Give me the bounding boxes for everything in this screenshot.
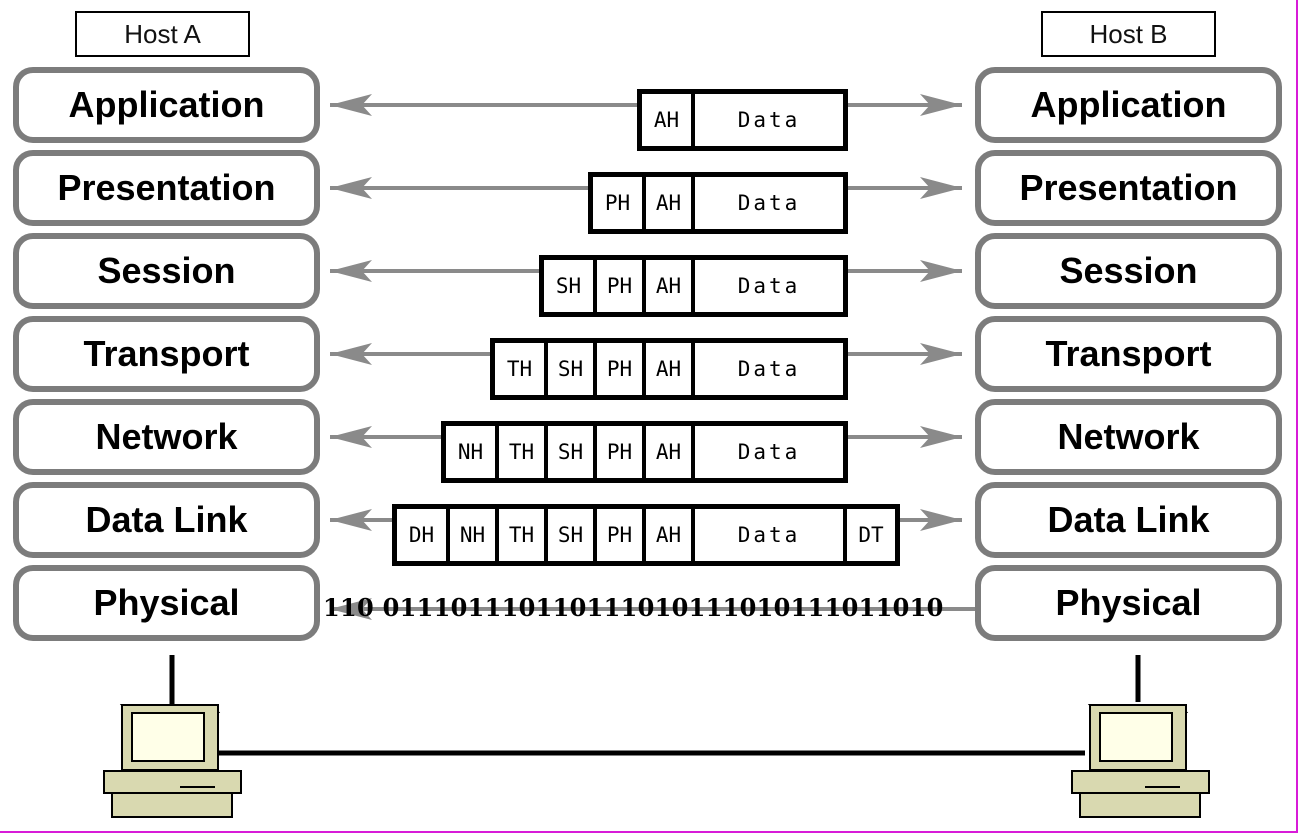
pdu-header: AH bbox=[642, 260, 691, 312]
arrow-left-icon bbox=[330, 177, 372, 199]
arrow-left-icon bbox=[330, 509, 372, 531]
host-a-layer-session: Session bbox=[13, 233, 320, 309]
pdu-header: NH bbox=[446, 509, 495, 561]
peer-arrows bbox=[330, 94, 975, 620]
arrow-right-icon bbox=[920, 94, 962, 116]
host-b-layer-transport: Transport bbox=[975, 316, 1282, 392]
arrow-left-icon bbox=[330, 94, 372, 116]
pdu-data: Data bbox=[691, 426, 843, 478]
pdu-data: Data bbox=[691, 260, 843, 312]
arrow-left-icon bbox=[330, 426, 372, 448]
host-a-layer-application: Application bbox=[13, 67, 320, 143]
pdu-header: SH bbox=[544, 509, 593, 561]
arrow-right-icon bbox=[920, 426, 962, 448]
host-b-layer-physical: Physical bbox=[975, 565, 1282, 641]
pdu-header: PH bbox=[593, 509, 642, 561]
pdu-header: SH bbox=[555, 274, 582, 298]
pdu-header: SH bbox=[544, 343, 593, 395]
host-a-layer-network: Network bbox=[13, 399, 320, 475]
arrow-right-icon bbox=[920, 260, 962, 282]
pdu-data: Data bbox=[691, 343, 843, 395]
pdu-header: PH bbox=[593, 426, 642, 478]
host-b-layer-presentation: Presentation bbox=[975, 150, 1282, 226]
pdu-header: AH bbox=[653, 108, 680, 132]
pdu-header: PH bbox=[593, 343, 642, 395]
arrow-right-icon bbox=[920, 343, 962, 365]
host-b-layer-network: Network bbox=[975, 399, 1282, 475]
pdu-header: DH bbox=[408, 523, 435, 547]
computer-icon bbox=[1071, 704, 1210, 818]
pdu-trailer: DT bbox=[843, 509, 895, 561]
host-a-layer-physical: Physical bbox=[13, 565, 320, 641]
pdu-data: Data bbox=[691, 94, 843, 146]
pdu-application: AH Data bbox=[637, 89, 848, 151]
host-b-layer-session: Session bbox=[975, 233, 1282, 309]
pdu-header: AH bbox=[642, 509, 691, 561]
host-b-title: Host B bbox=[1041, 11, 1216, 57]
arrow-right-icon bbox=[920, 509, 962, 531]
host-b-layer-data-link: Data Link bbox=[975, 482, 1282, 558]
pdu-header: NH bbox=[457, 440, 484, 464]
pdu-data: Data bbox=[691, 509, 843, 561]
pdu-header: TH bbox=[495, 426, 544, 478]
host-a-title: Host A bbox=[75, 11, 250, 57]
pdu-header: AH bbox=[642, 343, 691, 395]
physical-bitstream: 110 01110111011011101011101011101​1010 bbox=[323, 593, 944, 622]
arrow-left-icon bbox=[330, 343, 372, 365]
pdu-data: Data bbox=[691, 177, 843, 229]
pdu-header: TH bbox=[495, 509, 544, 561]
pdu-header: AH bbox=[642, 177, 691, 229]
host-a-layer-presentation: Presentation bbox=[13, 150, 320, 226]
arrow-left-icon bbox=[330, 260, 372, 282]
arrow-right-icon bbox=[920, 177, 962, 199]
arrow-left-icon bbox=[330, 598, 372, 620]
host-b-layer-application: Application bbox=[975, 67, 1282, 143]
computer-icon bbox=[103, 704, 242, 818]
host-a-layer-data-link: Data Link bbox=[13, 482, 320, 558]
pdu-header: SH bbox=[544, 426, 593, 478]
pdu-header: TH bbox=[506, 357, 533, 381]
pdu-header: PH bbox=[604, 191, 631, 215]
host-a-layer-transport: Transport bbox=[13, 316, 320, 392]
pdu-header: PH bbox=[593, 260, 642, 312]
pdu-header: AH bbox=[642, 426, 691, 478]
